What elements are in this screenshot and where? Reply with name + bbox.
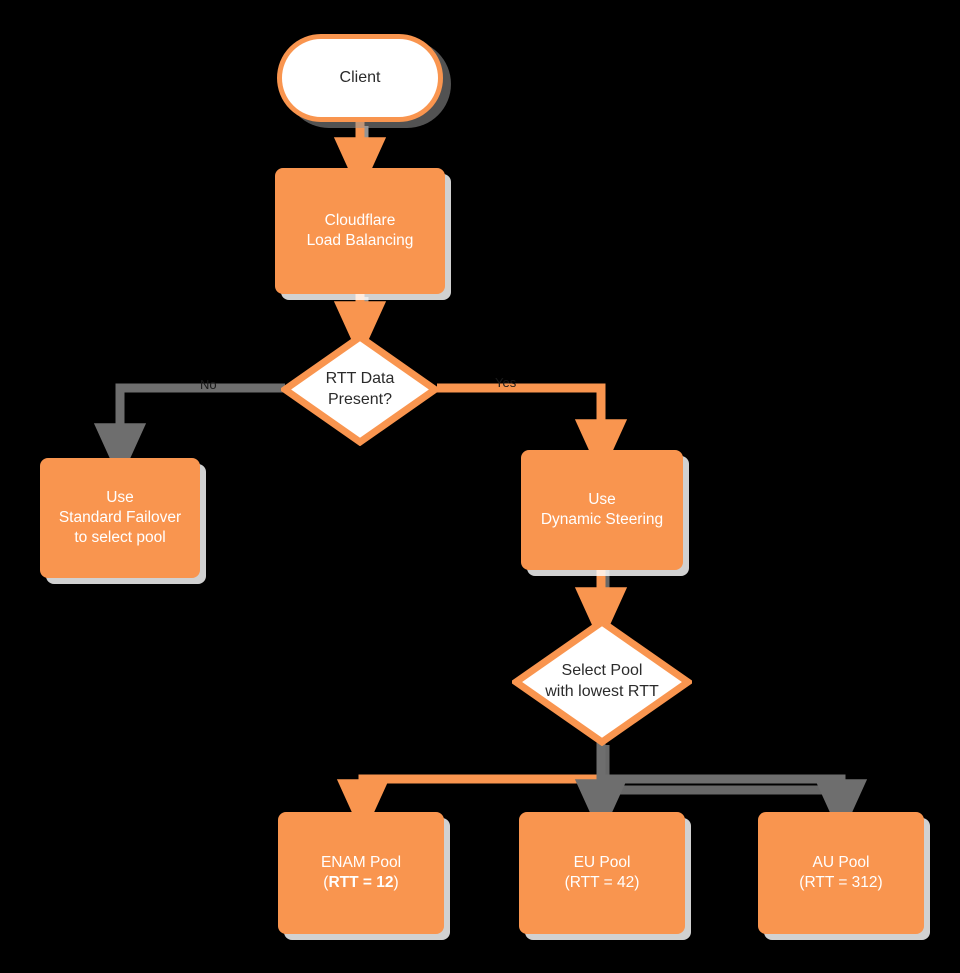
node-rtt-decision-label: RTT Data Present? xyxy=(281,333,439,446)
node-dynamic-steering-line2: Dynamic Steering xyxy=(540,511,664,528)
node-rtt-decision[interactable]: RTT Data Present? xyxy=(281,333,439,446)
node-select-pool-label: Select Pool with lowest RTT xyxy=(512,618,692,746)
node-eu-pool-label: EU Pool (RTT = 42) xyxy=(565,853,640,893)
node-enam-pool-rtt-value: RTT = 12 xyxy=(328,874,394,891)
node-standard-failover-line2: Standard Failover xyxy=(58,509,182,527)
node-standard-failover-label: Use Standard Failover to select pool xyxy=(59,488,181,547)
node-standard-failover-line3: to select pool xyxy=(74,528,166,546)
edge-label-no: No xyxy=(200,377,217,392)
node-client[interactable]: Client xyxy=(277,34,443,122)
node-enam-pool-paren-open: ( xyxy=(323,874,329,891)
node-dynamic-steering[interactable]: Use Dynamic Steering xyxy=(521,450,683,570)
edge-decision-no xyxy=(93,383,285,481)
node-enam-pool[interactable]: ENAM Pool (RTT = 12) xyxy=(278,812,444,934)
edge-decision-yes xyxy=(437,383,628,477)
node-select-pool-line2: with lowest RTT xyxy=(545,683,659,700)
node-au-pool-label: AU Pool (RTT = 312) xyxy=(799,853,882,893)
node-eu-pool-line2: (RTT = 42) xyxy=(564,874,640,891)
node-enam-pool-line2: (RTT = 12) xyxy=(321,873,401,893)
node-standard-failover[interactable]: Use Standard Failover to select pool xyxy=(40,458,200,578)
node-rtt-decision-line1: RTT Data xyxy=(325,369,395,387)
node-standard-failover-line1: Use xyxy=(106,489,134,507)
node-load-balancing-line1: Cloudflare xyxy=(324,212,396,230)
node-select-pool[interactable]: Select Pool with lowest RTT xyxy=(512,618,692,746)
node-dynamic-steering-line1: Use xyxy=(588,491,616,509)
node-enam-pool-line1: ENAM Pool xyxy=(320,854,402,872)
node-au-pool[interactable]: AU Pool (RTT = 312) xyxy=(758,812,924,934)
node-eu-pool[interactable]: EU Pool (RTT = 42) xyxy=(519,812,685,934)
edge-select-to-au xyxy=(601,774,868,837)
edge-select-to-enam xyxy=(336,742,606,837)
node-au-pool-line2: (RTT = 312) xyxy=(799,874,883,891)
node-enam-pool-label: ENAM Pool (RTT = 12) xyxy=(321,853,401,893)
node-load-balancing-line2: Load Balancing xyxy=(306,232,414,249)
rtt-decision-diamond-shape xyxy=(281,333,439,446)
node-eu-pool-line1: EU Pool xyxy=(573,854,631,872)
node-client-label: Client xyxy=(339,68,381,86)
node-select-pool-line1: Select Pool xyxy=(561,662,643,680)
node-load-balancing[interactable]: Cloudflare Load Balancing xyxy=(275,168,445,294)
node-au-pool-line1: AU Pool xyxy=(812,854,870,872)
node-load-balancing-label: Cloudflare Load Balancing xyxy=(307,211,414,251)
node-dynamic-steering-label: Use Dynamic Steering xyxy=(541,490,663,530)
node-rtt-decision-line2: Present? xyxy=(327,390,393,408)
edge-label-yes: Yes xyxy=(495,375,517,390)
node-enam-pool-paren-close: ) xyxy=(393,874,399,891)
